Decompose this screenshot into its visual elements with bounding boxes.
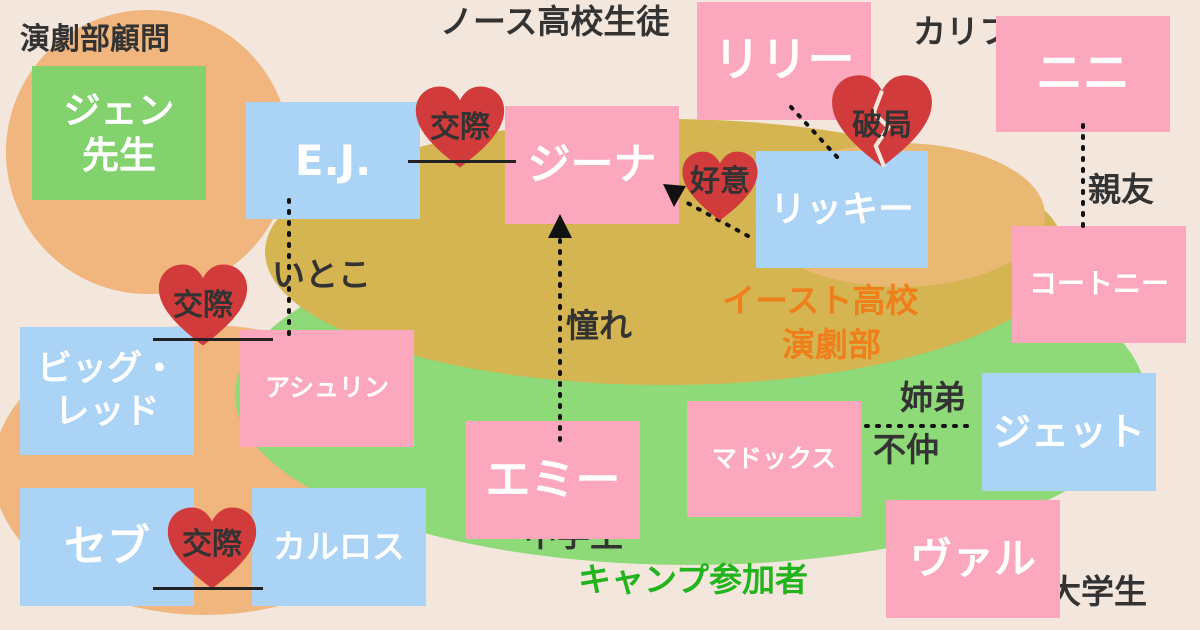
- person-nini-box: ニニ: [996, 16, 1170, 132]
- person-seb-box: セブ: [20, 488, 194, 606]
- person-ricky-name: リッキー: [769, 188, 914, 230]
- person-maddox-name: マドックス: [711, 443, 837, 473]
- person-seb-name: セブ: [64, 521, 150, 572]
- dating-heart-bigred-ashlyn: 交際: [157, 262, 249, 348]
- person-big-red-box: ビッグ・レッド: [20, 327, 194, 455]
- person-gina-name: ジーナ: [527, 139, 657, 190]
- person-jen-name: ジェン: [63, 88, 175, 132]
- cousins-label: いとこ: [272, 255, 371, 294]
- dating-label: 交際: [173, 288, 233, 323]
- person-ej-box: E.J.: [246, 102, 420, 219]
- heart-icon: [158, 264, 248, 346]
- crush-heart: 好意: [680, 150, 760, 222]
- person-ashlyn-name: アシュリン: [264, 373, 389, 403]
- person-val-box: ヴァル: [886, 500, 1060, 618]
- heart-icon: [682, 151, 758, 221]
- person-val-name: ヴァル: [909, 534, 1036, 584]
- person-ashlyn-box: アシュリン: [240, 330, 414, 447]
- person-jet-box: ジェット: [982, 373, 1156, 491]
- person-amy-name: エミー: [485, 452, 621, 506]
- dating-label: 交際: [430, 110, 490, 145]
- person-ej-name: E.J.: [294, 135, 372, 185]
- dating-underline-bigred-ashlyn: [153, 338, 273, 341]
- east-high-drama-label: 演劇部: [782, 325, 881, 364]
- person-amy-box: エミー: [466, 421, 640, 539]
- person-nini-name: ニニ: [1036, 46, 1130, 102]
- person-jen-box: ジェン先生: [32, 66, 206, 200]
- heart-icon: [167, 507, 257, 589]
- person-lily-box: リリー: [697, 2, 871, 120]
- person-jen-title: 先生: [82, 134, 156, 177]
- siblings-label: 姉弟: [900, 378, 966, 417]
- camp-label: キャンプ参加者: [578, 560, 809, 599]
- person-courtney-name: コートニー: [1028, 267, 1169, 301]
- dating-heart-ej-gina: 交際: [414, 84, 506, 170]
- person-big-red-name-1: ビッグ・: [36, 349, 177, 390]
- admiration-label: 憧れ: [566, 306, 632, 345]
- breakup-heart: 破局: [830, 72, 934, 170]
- person-courtney-box: コートニー: [1012, 226, 1186, 343]
- not-getting-along-label: 不仲: [873, 430, 939, 469]
- broken-heart-icon: [832, 75, 932, 168]
- dating-underline-seb-carlos: [153, 587, 263, 590]
- drama-advisor-label: 演劇部顧問: [20, 22, 170, 57]
- dating-underline-ej-gina: [408, 160, 516, 163]
- north-high-label: ノース高校生徒: [440, 2, 670, 41]
- east-high-label: イースト高校: [722, 281, 919, 320]
- person-carlos-name: カルロス: [273, 526, 405, 566]
- crush-label: 好意: [690, 164, 750, 199]
- breakup-label: 破局: [852, 108, 912, 143]
- person-carlos-box: カルロス: [252, 488, 426, 606]
- heart-icon: [415, 86, 505, 168]
- person-jet-name: ジェット: [992, 409, 1145, 454]
- person-ricky-box: リッキー: [756, 151, 928, 268]
- person-gina-box: ジーナ: [505, 106, 679, 224]
- dating-heart-seb-carlos: 交際: [166, 505, 258, 591]
- dating-label: 交際: [182, 527, 242, 562]
- best-friends-label: 親友: [1088, 170, 1154, 209]
- person-maddox-box: マドックス: [687, 401, 861, 517]
- person-big-red-name-2: レッド: [54, 392, 160, 432]
- university-label: 大学生: [1048, 572, 1147, 611]
- person-lily-name: リリー: [713, 33, 855, 89]
